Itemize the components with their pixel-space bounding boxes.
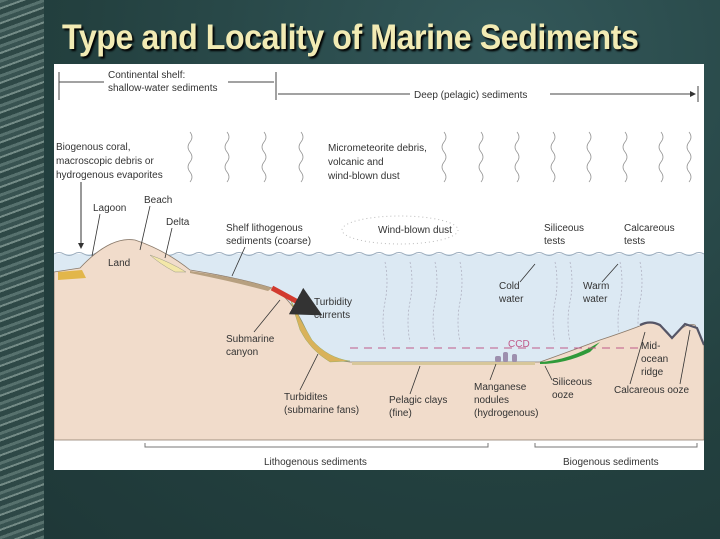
top-brackets: [58, 72, 699, 102]
delta-sediment: [149, 254, 187, 273]
siliceous-tests-label-2: tests: [544, 236, 565, 247]
ridge-label-2: ocean: [641, 354, 668, 365]
biogenous-coral-label-3: hydrogenous evaporites: [56, 170, 163, 181]
turbidite-fan: [289, 297, 351, 363]
turbidity-label-2: currents: [314, 310, 350, 321]
turbidites-label: Turbidites: [284, 392, 328, 403]
micrometeorite-label-3: wind-blown dust: [327, 171, 400, 182]
pelagic-clay: [352, 362, 535, 365]
manganese-label-2: nodules: [474, 395, 509, 406]
siliceous-ooze-layer: [540, 342, 600, 364]
continental-shelf-label-2: shallow-water sediments: [108, 83, 218, 94]
lithogenous-label: Lithogenous sediments: [264, 457, 367, 468]
leader-lines: [91, 205, 691, 395]
turbidites-label-2: (submarine fans): [284, 405, 359, 416]
warm-water-label: Warm: [583, 281, 609, 292]
shelf-label-2: sediments (coarse): [226, 236, 311, 247]
ridge-label: Mid-: [641, 341, 660, 352]
shelf-label: Shelf lithogenous: [226, 223, 303, 234]
canyon-label-2: canyon: [226, 347, 258, 358]
manganese-nodules: [495, 352, 517, 362]
pelagic-label-2: (fine): [389, 408, 412, 419]
decorative-map-strip: [0, 0, 44, 539]
micrometeorite-label: Micrometeorite debris,: [328, 143, 427, 154]
cold-water-label: Cold: [499, 281, 520, 292]
siliceous-ooze-label: Siliceous: [552, 377, 592, 388]
wind-dust-cloud: [341, 215, 459, 245]
biogenous-coral-label-2: macroscopic debris or: [56, 156, 154, 167]
beach-label: Beach: [144, 195, 172, 206]
shelf-sediment: [190, 271, 272, 291]
diagram-panel: Continental shelf: shallow-water sedimen…: [53, 64, 706, 470]
falling-particle-lines: [187, 131, 692, 183]
calcareous-ooze-label: Calcareous ooze: [614, 385, 689, 396]
bottom-brackets: [144, 443, 698, 448]
lagoon-label: Lagoon: [93, 203, 126, 214]
slide-title: Type and Locality of Marine Sediments: [62, 18, 639, 57]
siliceous-ooze-label-2: ooze: [552, 390, 574, 401]
continental-shelf-label: Continental shelf:: [108, 70, 185, 81]
sediment-diagram: Continental shelf: shallow-water sedimen…: [53, 70, 706, 468]
canyon-label: Submarine: [226, 334, 275, 345]
biogenous-coral-label: Biogenous coral,: [56, 142, 131, 153]
manganese-label-3: (hydrogenous): [474, 408, 538, 419]
calcareous-tests-label-2: tests: [624, 236, 645, 247]
wind-blown-dust-label: Wind-blown dust: [378, 225, 452, 236]
siliceous-tests-label: Siliceous: [544, 223, 584, 234]
calcareous-tests-label: Calcareous: [624, 223, 675, 234]
lagoon-sediment: [58, 270, 86, 280]
biogenous-label: Biogenous sediments: [563, 457, 659, 468]
pelagic-label: Pelagic clays: [389, 395, 447, 406]
turbidity-current-arrow: [270, 285, 323, 316]
cold-water-label-2: water: [498, 294, 524, 305]
deep-sediments-label: Deep (pelagic) sediments: [414, 90, 527, 101]
calcareous-ooze-layer: [639, 321, 706, 346]
warm-water-label-2: water: [582, 294, 608, 305]
delta-label: Delta: [166, 217, 190, 228]
turbidity-label: Turbidity: [314, 297, 352, 308]
ridge-label-3: ridge: [641, 367, 664, 378]
ccd-label: CCD: [508, 339, 530, 350]
land-label: Land: [108, 258, 130, 269]
micrometeorite-label-2: volcanic and: [328, 157, 384, 168]
manganese-label: Manganese: [474, 382, 527, 393]
